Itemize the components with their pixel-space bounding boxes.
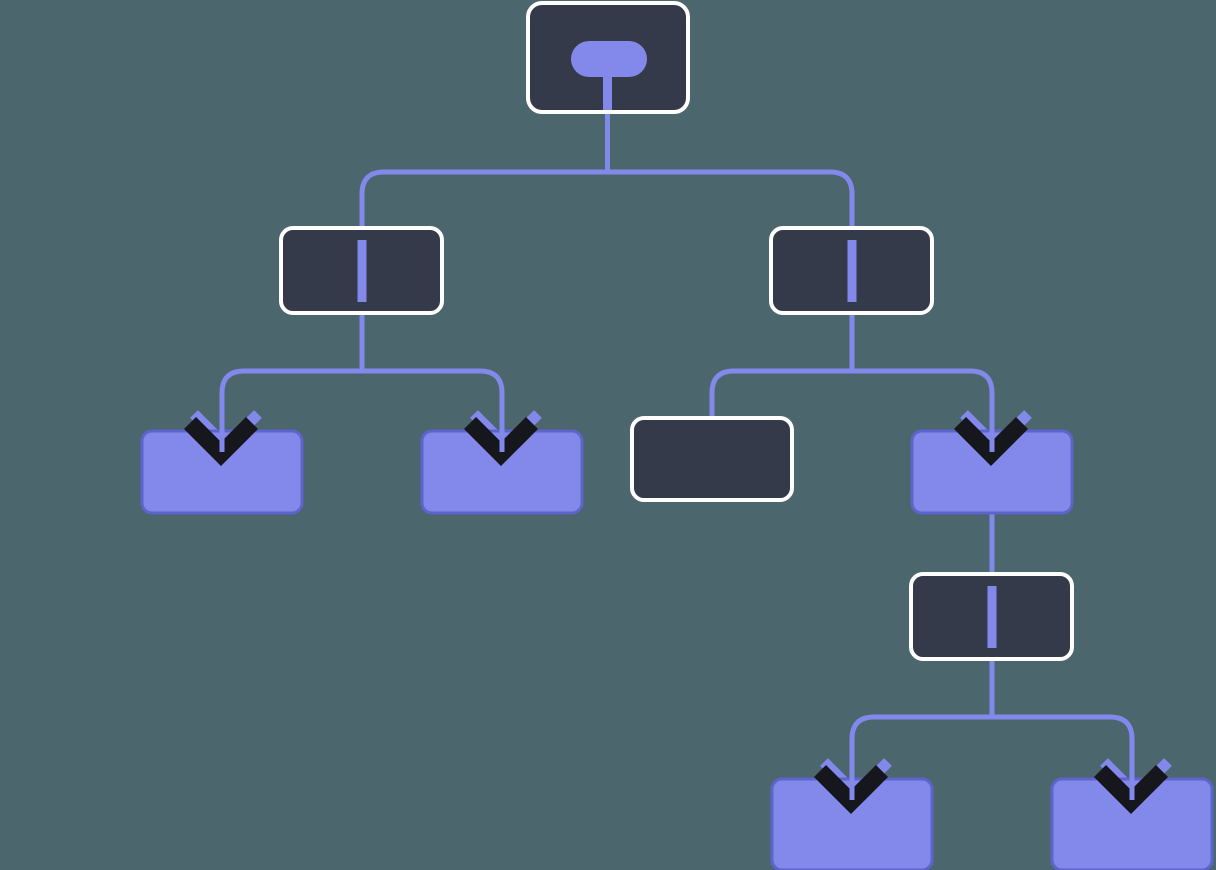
glyph-line-l4-dark bbox=[987, 586, 997, 648]
arrow-tip-leaf-2 bbox=[499, 400, 505, 452]
connector-root-to-l2-left bbox=[359, 169, 608, 228]
arrow-front-leaf-2 bbox=[463, 416, 539, 467]
arrow-shaft-tip-layer bbox=[219, 400, 1135, 800]
connector-l2-right-to-l3-dark bbox=[709, 368, 852, 420]
node-layer bbox=[140, 1, 1214, 870]
connector-l2-left-to-leaf-2 bbox=[362, 368, 505, 434]
arrow-tip-leaf-5 bbox=[1129, 748, 1135, 800]
arrow-front-leaf-1 bbox=[183, 416, 259, 467]
arrowhead-front-layer bbox=[183, 416, 1169, 815]
connector-l2-right-to-leaf-3 bbox=[852, 368, 995, 434]
arrow-front-leaf-4 bbox=[813, 764, 889, 815]
connector-l2-left-to-leaf-1 bbox=[219, 368, 362, 434]
connector-l4-dark-to-leaf-4 bbox=[849, 714, 992, 782]
arrow-tip-leaf-4 bbox=[849, 748, 855, 800]
node-glyph-layer bbox=[357, 41, 997, 648]
connector-root-to-l2-right bbox=[607, 169, 855, 228]
glyph-line-l2-left bbox=[357, 240, 367, 302]
arrow-front-leaf-3 bbox=[953, 416, 1029, 467]
glyph-line-l2-right bbox=[847, 240, 857, 302]
root-pill-stem bbox=[603, 74, 612, 110]
connector-l4-dark-to-leaf-5 bbox=[992, 714, 1135, 782]
arrow-tip-leaf-3 bbox=[989, 400, 995, 452]
arrow-front-leaf-5 bbox=[1093, 764, 1169, 815]
arrow-tip-leaf-1 bbox=[219, 400, 225, 452]
node-l3-dark[interactable] bbox=[630, 416, 794, 502]
root-pill-shape bbox=[571, 41, 647, 77]
